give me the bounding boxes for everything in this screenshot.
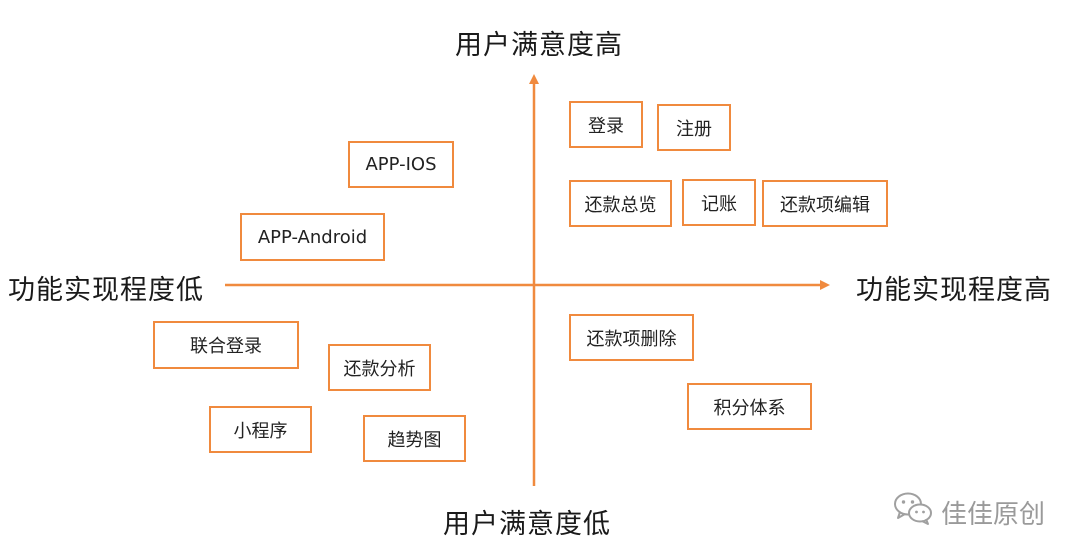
feature-box: 小程序 [209,406,312,453]
axis-label-top: 用户满意度高 [455,30,623,61]
feature-box: 记账 [682,179,756,226]
feature-box: APP-Android [240,213,385,261]
feature-box: 趋势图 [363,415,466,462]
wechat-icon [893,491,933,534]
feature-box: 注册 [657,104,731,151]
watermark: 佳佳原创 [893,492,1045,532]
watermark-text: 佳佳原创 [941,499,1046,530]
feature-box: 登录 [569,101,643,148]
feature-box: 联合登录 [153,321,299,369]
feature-box: APP-IOS [348,141,454,188]
axis-label-left: 功能实现程度低 [8,275,204,306]
feature-box: 还款分析 [328,344,431,391]
feature-box: 积分体系 [687,383,812,430]
feature-box: 还款总览 [569,180,672,227]
feature-box: 还款项删除 [569,314,694,361]
axis-label-bottom: 用户满意度低 [443,509,611,540]
axis-label-right: 功能实现程度高 [856,275,1052,306]
feature-box: 还款项编辑 [762,180,888,227]
